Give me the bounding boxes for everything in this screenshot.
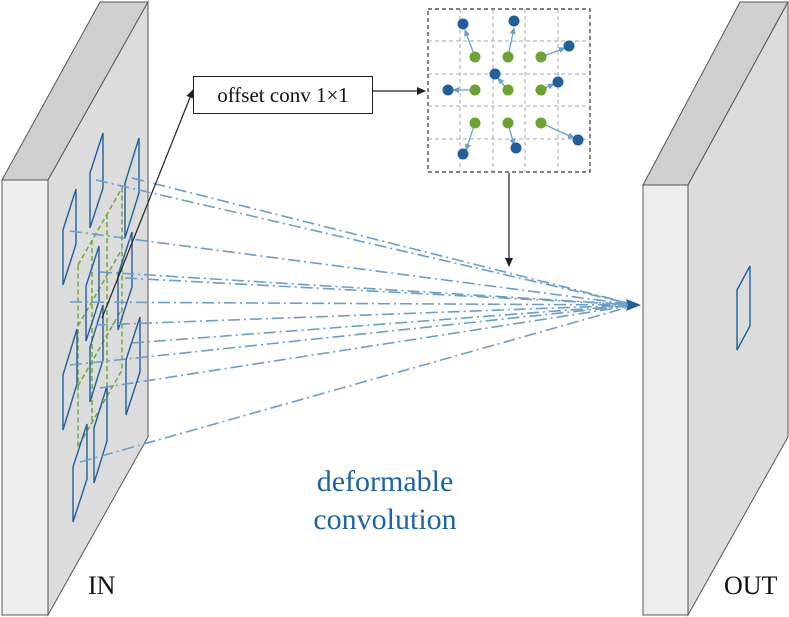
input-to-offset-arrow xyxy=(101,89,194,319)
caption-line-2: convolution xyxy=(313,503,457,536)
input-feature-map xyxy=(1,0,149,617)
output-point-arrowhead xyxy=(626,299,641,311)
output-feature-map xyxy=(642,1,789,617)
regular-points xyxy=(469,51,547,129)
deformed-points xyxy=(442,15,584,160)
projection-lines xyxy=(69,177,637,463)
offset-conv-box: offset conv 1×1 xyxy=(193,76,373,114)
output-sample xyxy=(736,265,751,351)
deformed-sampling-patches xyxy=(62,132,141,523)
diagram-caption: deformable convolution xyxy=(285,463,485,539)
offset-grid xyxy=(427,8,591,173)
output-label: OUT xyxy=(724,571,778,600)
input-label: IN xyxy=(88,571,116,600)
offset-conv-label: offset conv 1×1 xyxy=(217,82,349,107)
caption-line-1: deformable xyxy=(316,465,454,498)
